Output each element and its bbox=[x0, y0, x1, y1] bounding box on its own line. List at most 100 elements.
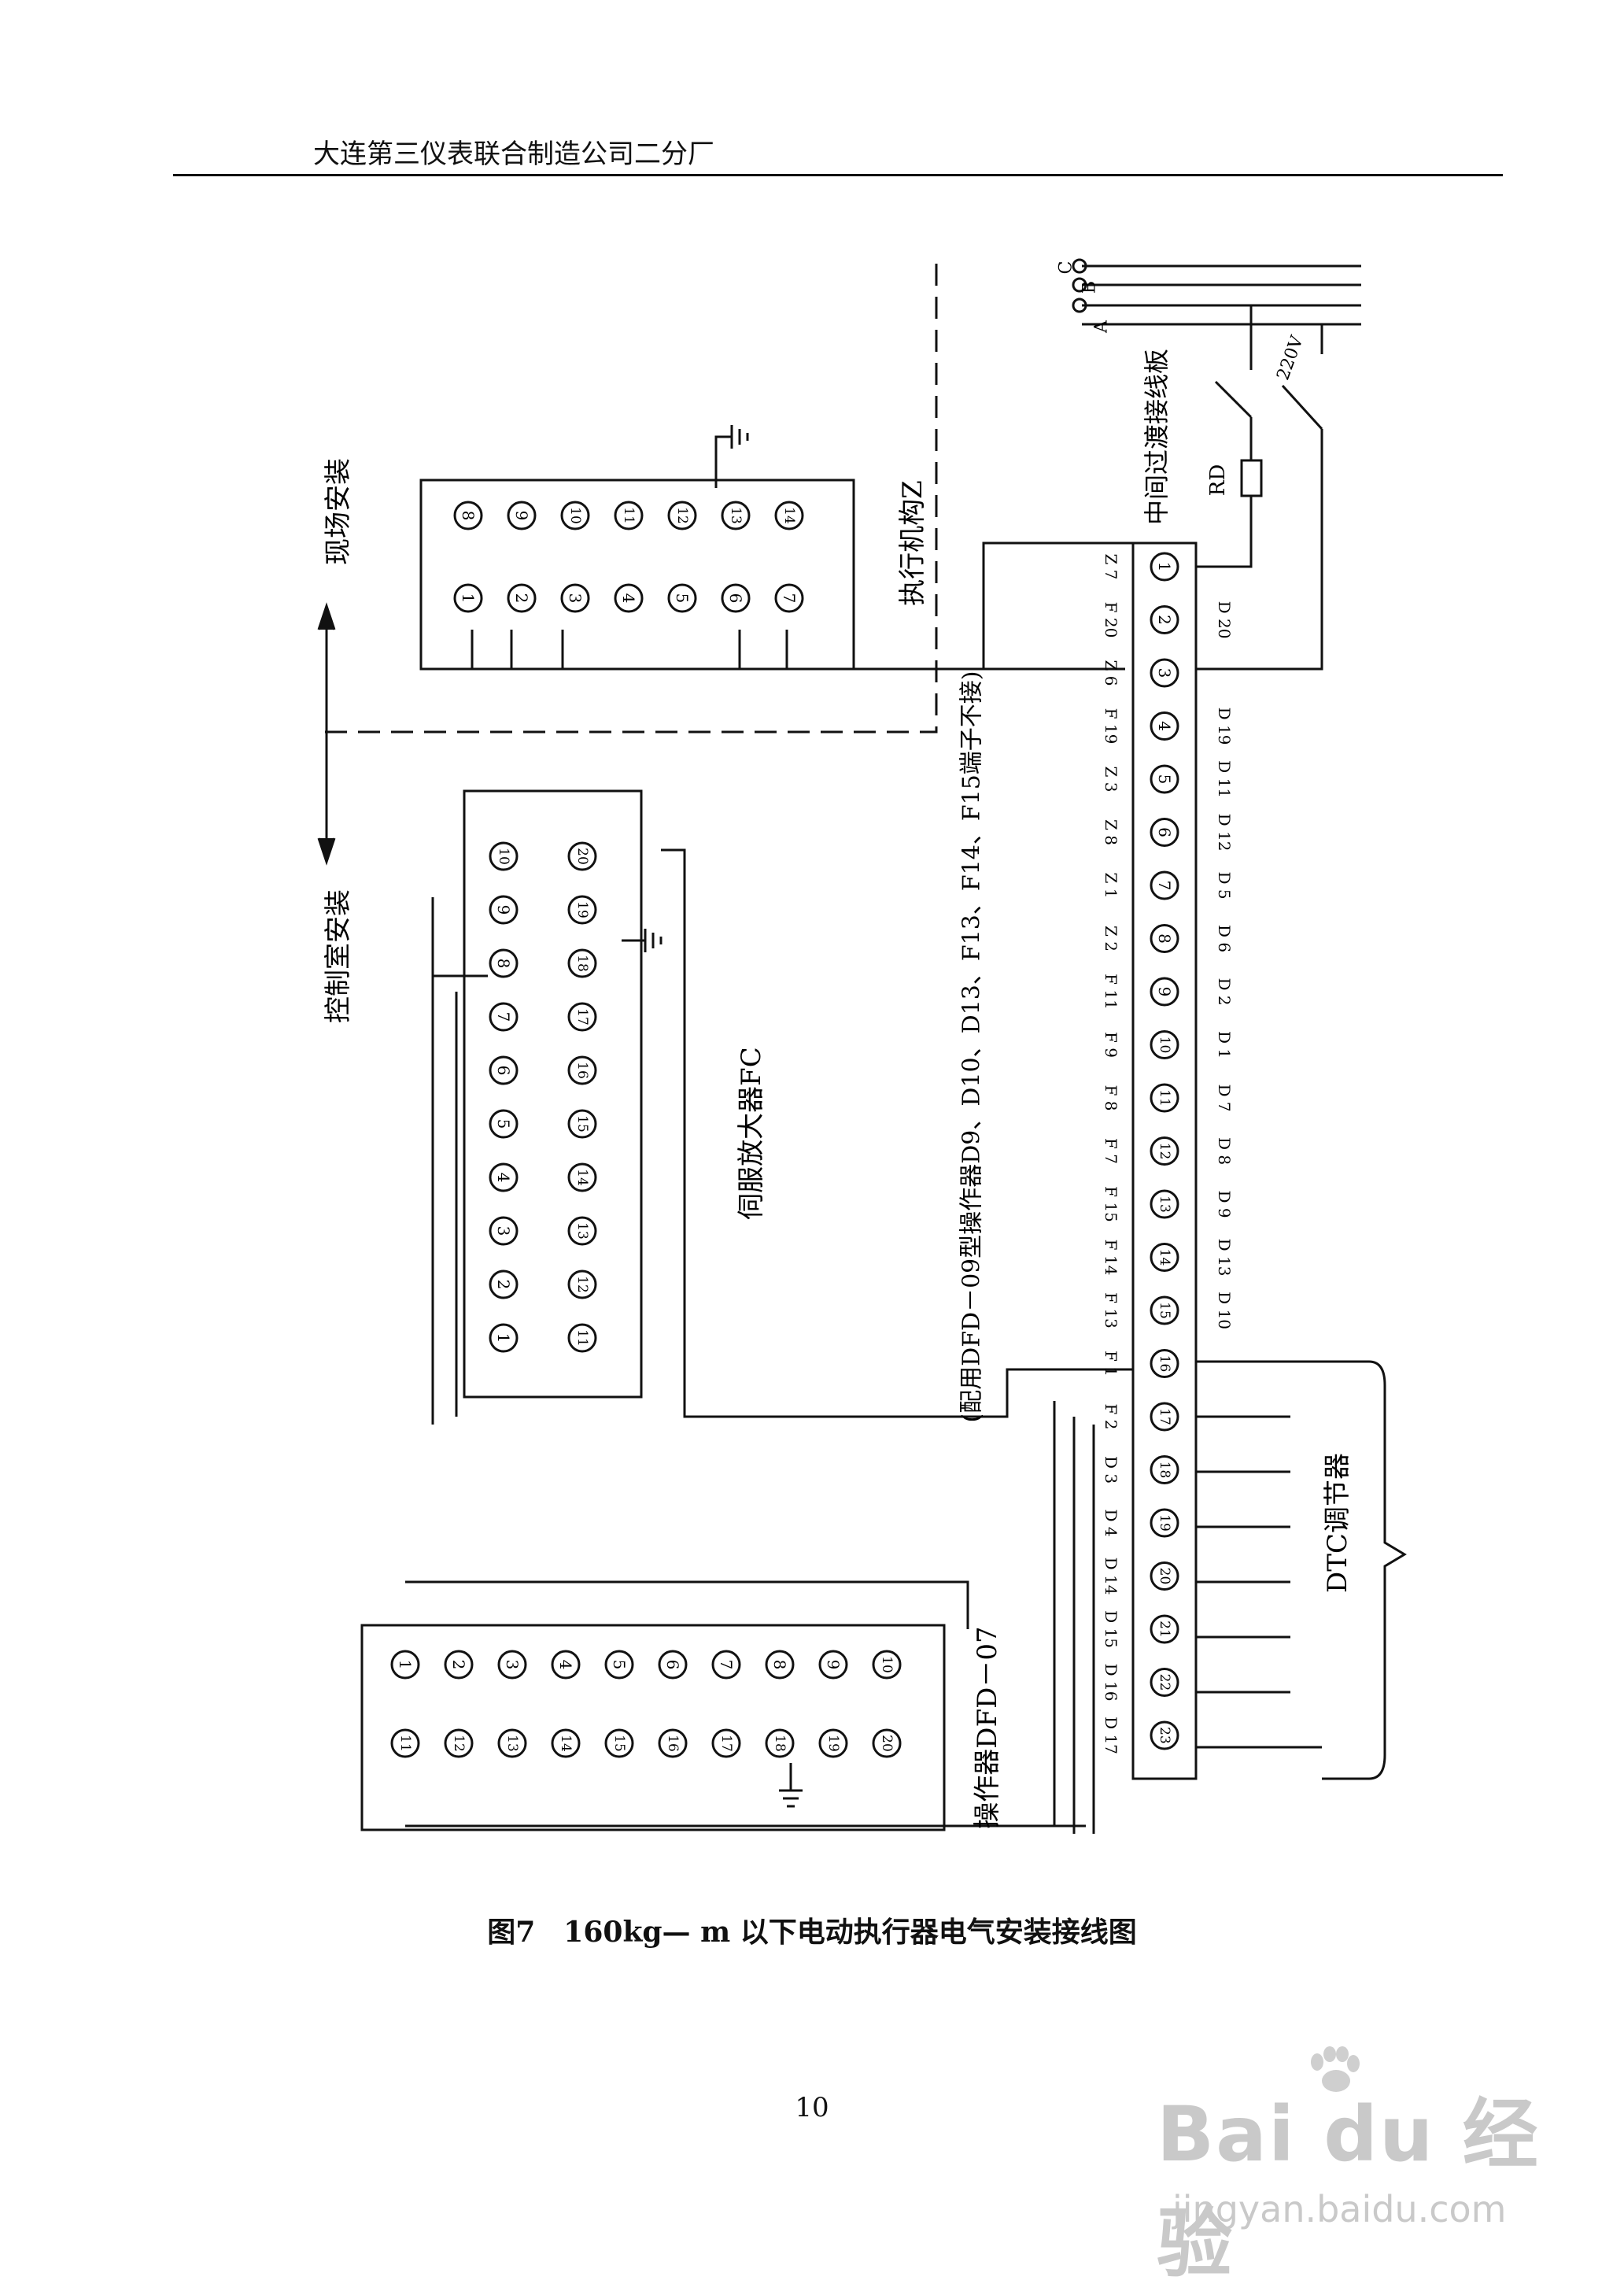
operator07-terminal-11-label: 11 bbox=[397, 1735, 413, 1752]
operator07-terminal-10-label: 10 bbox=[879, 1656, 895, 1673]
operator07-terminal-9-label: 9 bbox=[824, 1660, 843, 1670]
servo-terminal-13-label: 13 bbox=[574, 1222, 590, 1240]
board-left-label-4: F 19 bbox=[1102, 708, 1120, 745]
actuator-terminal-4-label: 4 bbox=[619, 593, 638, 604]
operator07-terminal-15: 15 bbox=[604, 1728, 634, 1758]
servo-terminal-9: 9 bbox=[489, 895, 519, 925]
board-left-label-9: F 11 bbox=[1102, 974, 1120, 1010]
actuator-terminal-13: 13 bbox=[721, 501, 751, 530]
servo-terminal-10: 10 bbox=[489, 841, 519, 871]
board-terminal-15: 15 bbox=[1150, 1295, 1179, 1325]
board-terminal-4-label: 4 bbox=[1155, 721, 1174, 731]
actuator-terminal-12-label: 12 bbox=[674, 507, 690, 524]
board-terminal-16-label: 16 bbox=[1157, 1355, 1172, 1373]
rd-lead bbox=[1196, 496, 1253, 568]
board-terminal-7: 7 bbox=[1150, 870, 1179, 900]
board-terminal-1-label: 1 bbox=[1155, 562, 1174, 572]
servo-terminal-19: 19 bbox=[567, 895, 597, 925]
operator07-terminal-8: 8 bbox=[765, 1650, 795, 1680]
board-right-label-5: D 11 bbox=[1215, 760, 1234, 798]
board-right-label-8: D 6 bbox=[1215, 925, 1234, 952]
operator07-terminal-14-label: 14 bbox=[558, 1735, 574, 1752]
phase-b-label: B bbox=[1080, 281, 1100, 294]
board-terminal-8: 8 bbox=[1150, 924, 1179, 953]
board-terminal-6: 6 bbox=[1150, 818, 1179, 847]
servo-terminal-14-label: 14 bbox=[574, 1169, 590, 1186]
watermark-brand: Bai du 经验 bbox=[1157, 2090, 1540, 2288]
actuator-terminal-5: 5 bbox=[667, 583, 697, 613]
board-terminal-3-label: 3 bbox=[1155, 668, 1174, 678]
servo-terminal-17: 17 bbox=[567, 1002, 597, 1032]
header-rule bbox=[173, 174, 1503, 176]
operator07-terminal-14: 14 bbox=[551, 1728, 581, 1758]
servo-amplifier-box bbox=[463, 789, 643, 1399]
servo-terminal-18-label: 18 bbox=[574, 955, 590, 972]
paw-icon bbox=[1311, 2046, 1360, 2092]
servo-terminal-11: 11 bbox=[567, 1323, 597, 1353]
board-terminal-15-label: 15 bbox=[1157, 1302, 1172, 1319]
ground-operator bbox=[779, 1763, 803, 1808]
operator07-terminal-12-label: 12 bbox=[451, 1735, 467, 1752]
board-left-label-3: Z 6 bbox=[1102, 660, 1120, 686]
servo-amplifier-label: 伺服放大器FC bbox=[736, 1047, 767, 1220]
board-terminal-10-label: 10 bbox=[1157, 1037, 1172, 1054]
servo-terminal-7: 7 bbox=[489, 1002, 519, 1032]
operator07-terminal-6: 6 bbox=[658, 1650, 688, 1680]
actuator-terminal-5-label: 5 bbox=[673, 593, 692, 604]
actuator-terminal-10: 10 bbox=[560, 501, 590, 530]
operator07-terminal-17-label: 17 bbox=[718, 1735, 734, 1752]
operator09-note-label: (配用DFD－09型操作器D9、D10、D13、F13、F14、F15端子不接) bbox=[958, 671, 986, 1422]
servo-terminal-14: 14 bbox=[567, 1162, 597, 1192]
board-terminal-11-label: 11 bbox=[1157, 1089, 1172, 1107]
actuator-terminal-11: 11 bbox=[614, 501, 644, 530]
figure-caption: 图7 160kg— m 以下电动执行器电气安装接线图 bbox=[487, 1916, 1137, 1949]
board-right-label-13: D 9 bbox=[1215, 1190, 1234, 1218]
board-left-label-17: F 2 bbox=[1102, 1404, 1120, 1430]
board-terminal-14: 14 bbox=[1150, 1243, 1179, 1272]
board-terminal-5: 5 bbox=[1150, 764, 1179, 794]
servo-terminal-12-label: 12 bbox=[574, 1276, 590, 1293]
operator07-terminal-8-label: 8 bbox=[770, 1660, 789, 1670]
operator07-terminal-10: 10 bbox=[872, 1650, 902, 1680]
board-left-label-21: D 15 bbox=[1102, 1610, 1120, 1648]
field-control-separator bbox=[323, 264, 938, 734]
switch-2 bbox=[1196, 384, 1323, 671]
board-right-label-15: D 10 bbox=[1215, 1292, 1234, 1329]
operator07-terminal-7: 7 bbox=[711, 1650, 741, 1680]
servo-terminal-12: 12 bbox=[567, 1269, 597, 1299]
servo-terminal-3-label: 3 bbox=[494, 1226, 513, 1236]
actuator-terminal-2: 2 bbox=[507, 583, 537, 613]
servo-wires-right bbox=[661, 848, 1133, 1418]
board-left-label-12: F 7 bbox=[1102, 1138, 1120, 1164]
board-terminal-18: 18 bbox=[1150, 1455, 1179, 1484]
servo-terminal-20-label: 20 bbox=[574, 848, 590, 865]
board-terminal-19: 19 bbox=[1150, 1508, 1179, 1538]
dtc-regulator-label: DTC调节器 bbox=[1322, 1453, 1353, 1593]
switch-1 bbox=[1214, 380, 1253, 460]
actuator-terminal-9: 9 bbox=[507, 501, 537, 530]
watermark-url: jingyan.baidu.com bbox=[1172, 2188, 1507, 2230]
board-left-label-5: Z 3 bbox=[1102, 767, 1120, 793]
actuator-terminal-13-label: 13 bbox=[728, 507, 744, 524]
board-terminal-22-label: 22 bbox=[1157, 1674, 1172, 1691]
install-arrow-up bbox=[317, 602, 336, 630]
board-terminal-7-label: 7 bbox=[1155, 881, 1174, 891]
board-terminal-8-label: 8 bbox=[1155, 933, 1174, 944]
board-left-label-14: F 14 bbox=[1102, 1240, 1120, 1276]
actuator-terminal-3: 3 bbox=[560, 583, 590, 613]
servo-terminal-5-label: 5 bbox=[494, 1119, 513, 1129]
servo-terminal-2-label: 2 bbox=[494, 1280, 513, 1290]
board-terminal-2: 2 bbox=[1150, 605, 1179, 634]
servo-terminal-16-label: 16 bbox=[574, 1062, 590, 1079]
board-right-label-9: D 2 bbox=[1215, 978, 1234, 1005]
operator07-terminal-17: 17 bbox=[711, 1728, 741, 1758]
actuator-terminal-7-label: 7 bbox=[780, 593, 799, 604]
board-left-label-7: Z 1 bbox=[1102, 873, 1120, 899]
board-left-label-13: F 15 bbox=[1102, 1186, 1120, 1222]
servo-terminal-11-label: 11 bbox=[574, 1329, 590, 1347]
board-right-label-12: D 8 bbox=[1215, 1137, 1234, 1165]
servo-terminal-2: 2 bbox=[489, 1269, 519, 1299]
operator07-label: 操作器DFD－07 bbox=[972, 1626, 1003, 1828]
board-terminal-22: 22 bbox=[1150, 1668, 1179, 1697]
actuator-bus bbox=[471, 541, 1133, 671]
